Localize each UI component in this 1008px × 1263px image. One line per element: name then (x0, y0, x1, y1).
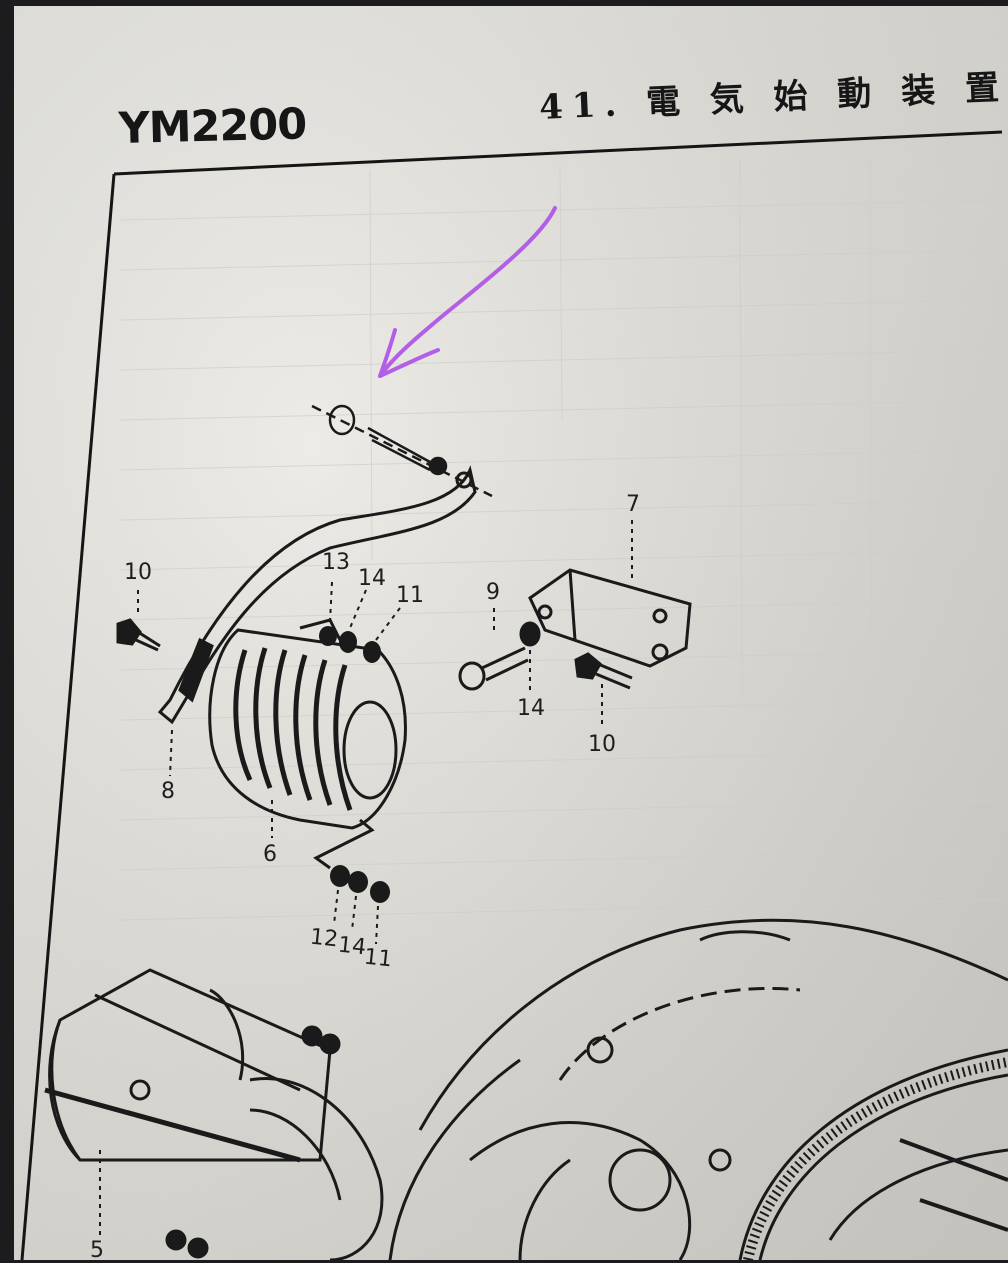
callout-14-right: 14 (517, 696, 545, 721)
flywheel-housing (388, 918, 1008, 1260)
ring-gear (738, 1048, 1008, 1260)
callout-8: 8 (161, 779, 175, 804)
callout-13: 13 (322, 550, 350, 575)
bolt-right (574, 652, 633, 690)
callout-7: 7 (626, 492, 640, 517)
callout-12: 12 (308, 924, 340, 953)
callout-11-lower: 11 (362, 944, 394, 973)
callout-11-upper: 11 (396, 583, 424, 608)
starter-motor (44, 968, 384, 1260)
mounting-bracket (528, 568, 692, 668)
paper-page (14, 6, 1008, 1260)
annotation-arrow (378, 206, 557, 378)
callout-14-lower: 14 (336, 932, 368, 961)
callout-6: 6 (263, 842, 277, 867)
bolt-9 (458, 621, 541, 691)
callout-14-upper: 14 (358, 566, 386, 591)
callout-10-right: 10 (588, 732, 616, 757)
alternator (208, 618, 407, 870)
page-frame (20, 130, 1003, 1260)
adjusting-arm (157, 465, 477, 725)
leader-lines (99, 520, 633, 1240)
callout-9: 9 (486, 580, 500, 605)
model-title: YM2200 (118, 99, 307, 154)
callout-5: 5 (90, 1238, 104, 1263)
bolt-left (116, 618, 161, 652)
washer-stack-lower (330, 865, 390, 903)
washer-stack-upper (319, 626, 381, 663)
callout-10-left: 10 (124, 560, 152, 585)
